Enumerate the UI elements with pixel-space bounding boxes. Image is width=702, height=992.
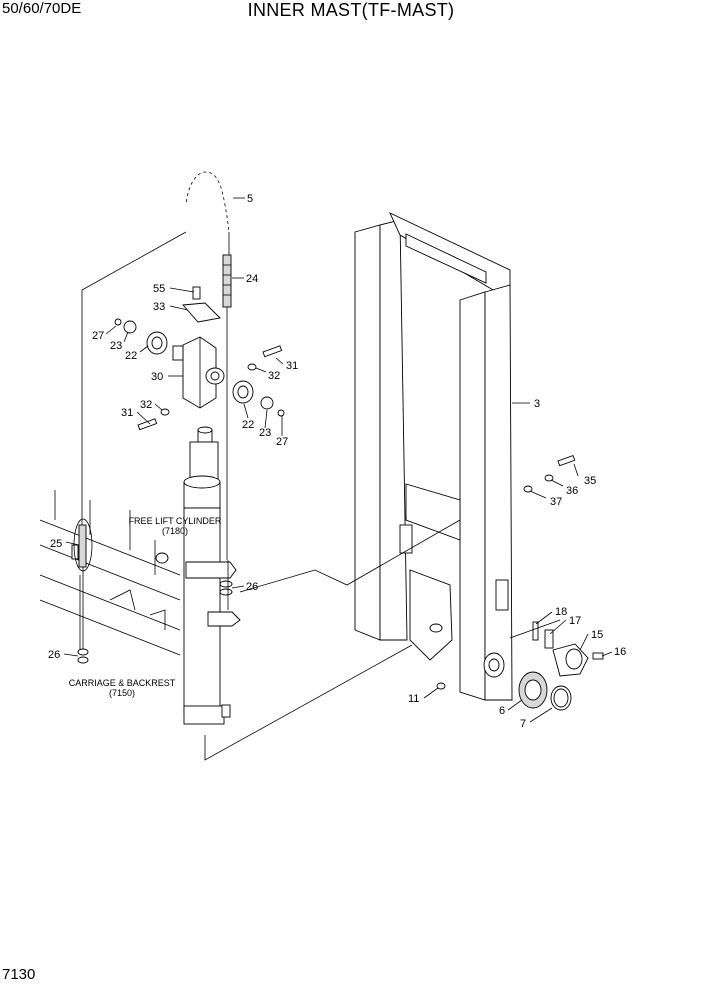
leader-lines [63,197,613,723]
callout-24: 24 [246,273,258,285]
callout-7: 7 [520,718,526,730]
chain-anchor-bolt [222,254,232,560]
callout-33: 33 [153,301,165,313]
callout-15: 15 [591,629,603,641]
callout-17: 17 [569,615,581,627]
callout-31-left: 31 [121,407,133,419]
callout-18: 18 [555,606,567,618]
callout-25: 25 [50,538,62,550]
callout-22-right: 22 [242,419,254,431]
callout-26-right: 26 [246,581,258,593]
reference-notes: FREE LIFT CYLINDER (7180) CARRIAGE & BAC… [69,516,222,698]
cylinder-head [114,286,285,431]
free-lift-cylinder-ref: (7180) [162,526,188,536]
free-lift-cylinder-note: FREE LIFT CYLINDER [129,516,222,526]
callout-31-right: 31 [286,360,298,372]
lift-chain [184,170,231,255]
callout-23-left: 23 [110,340,122,352]
callout-30: 30 [151,371,163,383]
callout-55: 55 [153,283,165,295]
callout-27-right: 27 [276,436,288,448]
callout-37: 37 [550,496,562,508]
chain-anchor-rod [73,518,233,664]
callout-23-right: 23 [259,427,271,439]
carriage-backrest-ref: (7150) [109,688,135,698]
roller-parts [436,454,604,711]
model-label: 50/60/70DE [2,0,82,17]
callout-16: 16 [614,646,626,658]
callout-22-left: 22 [125,350,137,362]
free-lift-cylinder [183,426,241,725]
callout-32-left: 32 [140,399,152,411]
callout-27-left: 27 [92,330,104,342]
callout-36: 36 [566,485,578,497]
callout-5: 5 [247,193,253,205]
callout-32-right: 32 [268,370,280,382]
callout-35: 35 [584,475,596,487]
page-number: 7130 [2,966,36,983]
callout-6: 6 [499,705,505,717]
inner-mast-frame [354,212,513,701]
callout-3: 3 [534,398,540,410]
callout-26-left: 26 [48,649,60,661]
callout-labels: 5 24 55 33 27 23 22 30 31 32 31 32 22 23… [48,193,626,730]
assembly-lines [79,231,561,761]
callout-11: 11 [408,693,419,705]
page-title: INNER MAST(TF-MAST) [247,0,455,20]
carriage-backrest-note: CARRIAGE & BACKREST [69,678,176,688]
carriage-backrest [39,490,181,656]
